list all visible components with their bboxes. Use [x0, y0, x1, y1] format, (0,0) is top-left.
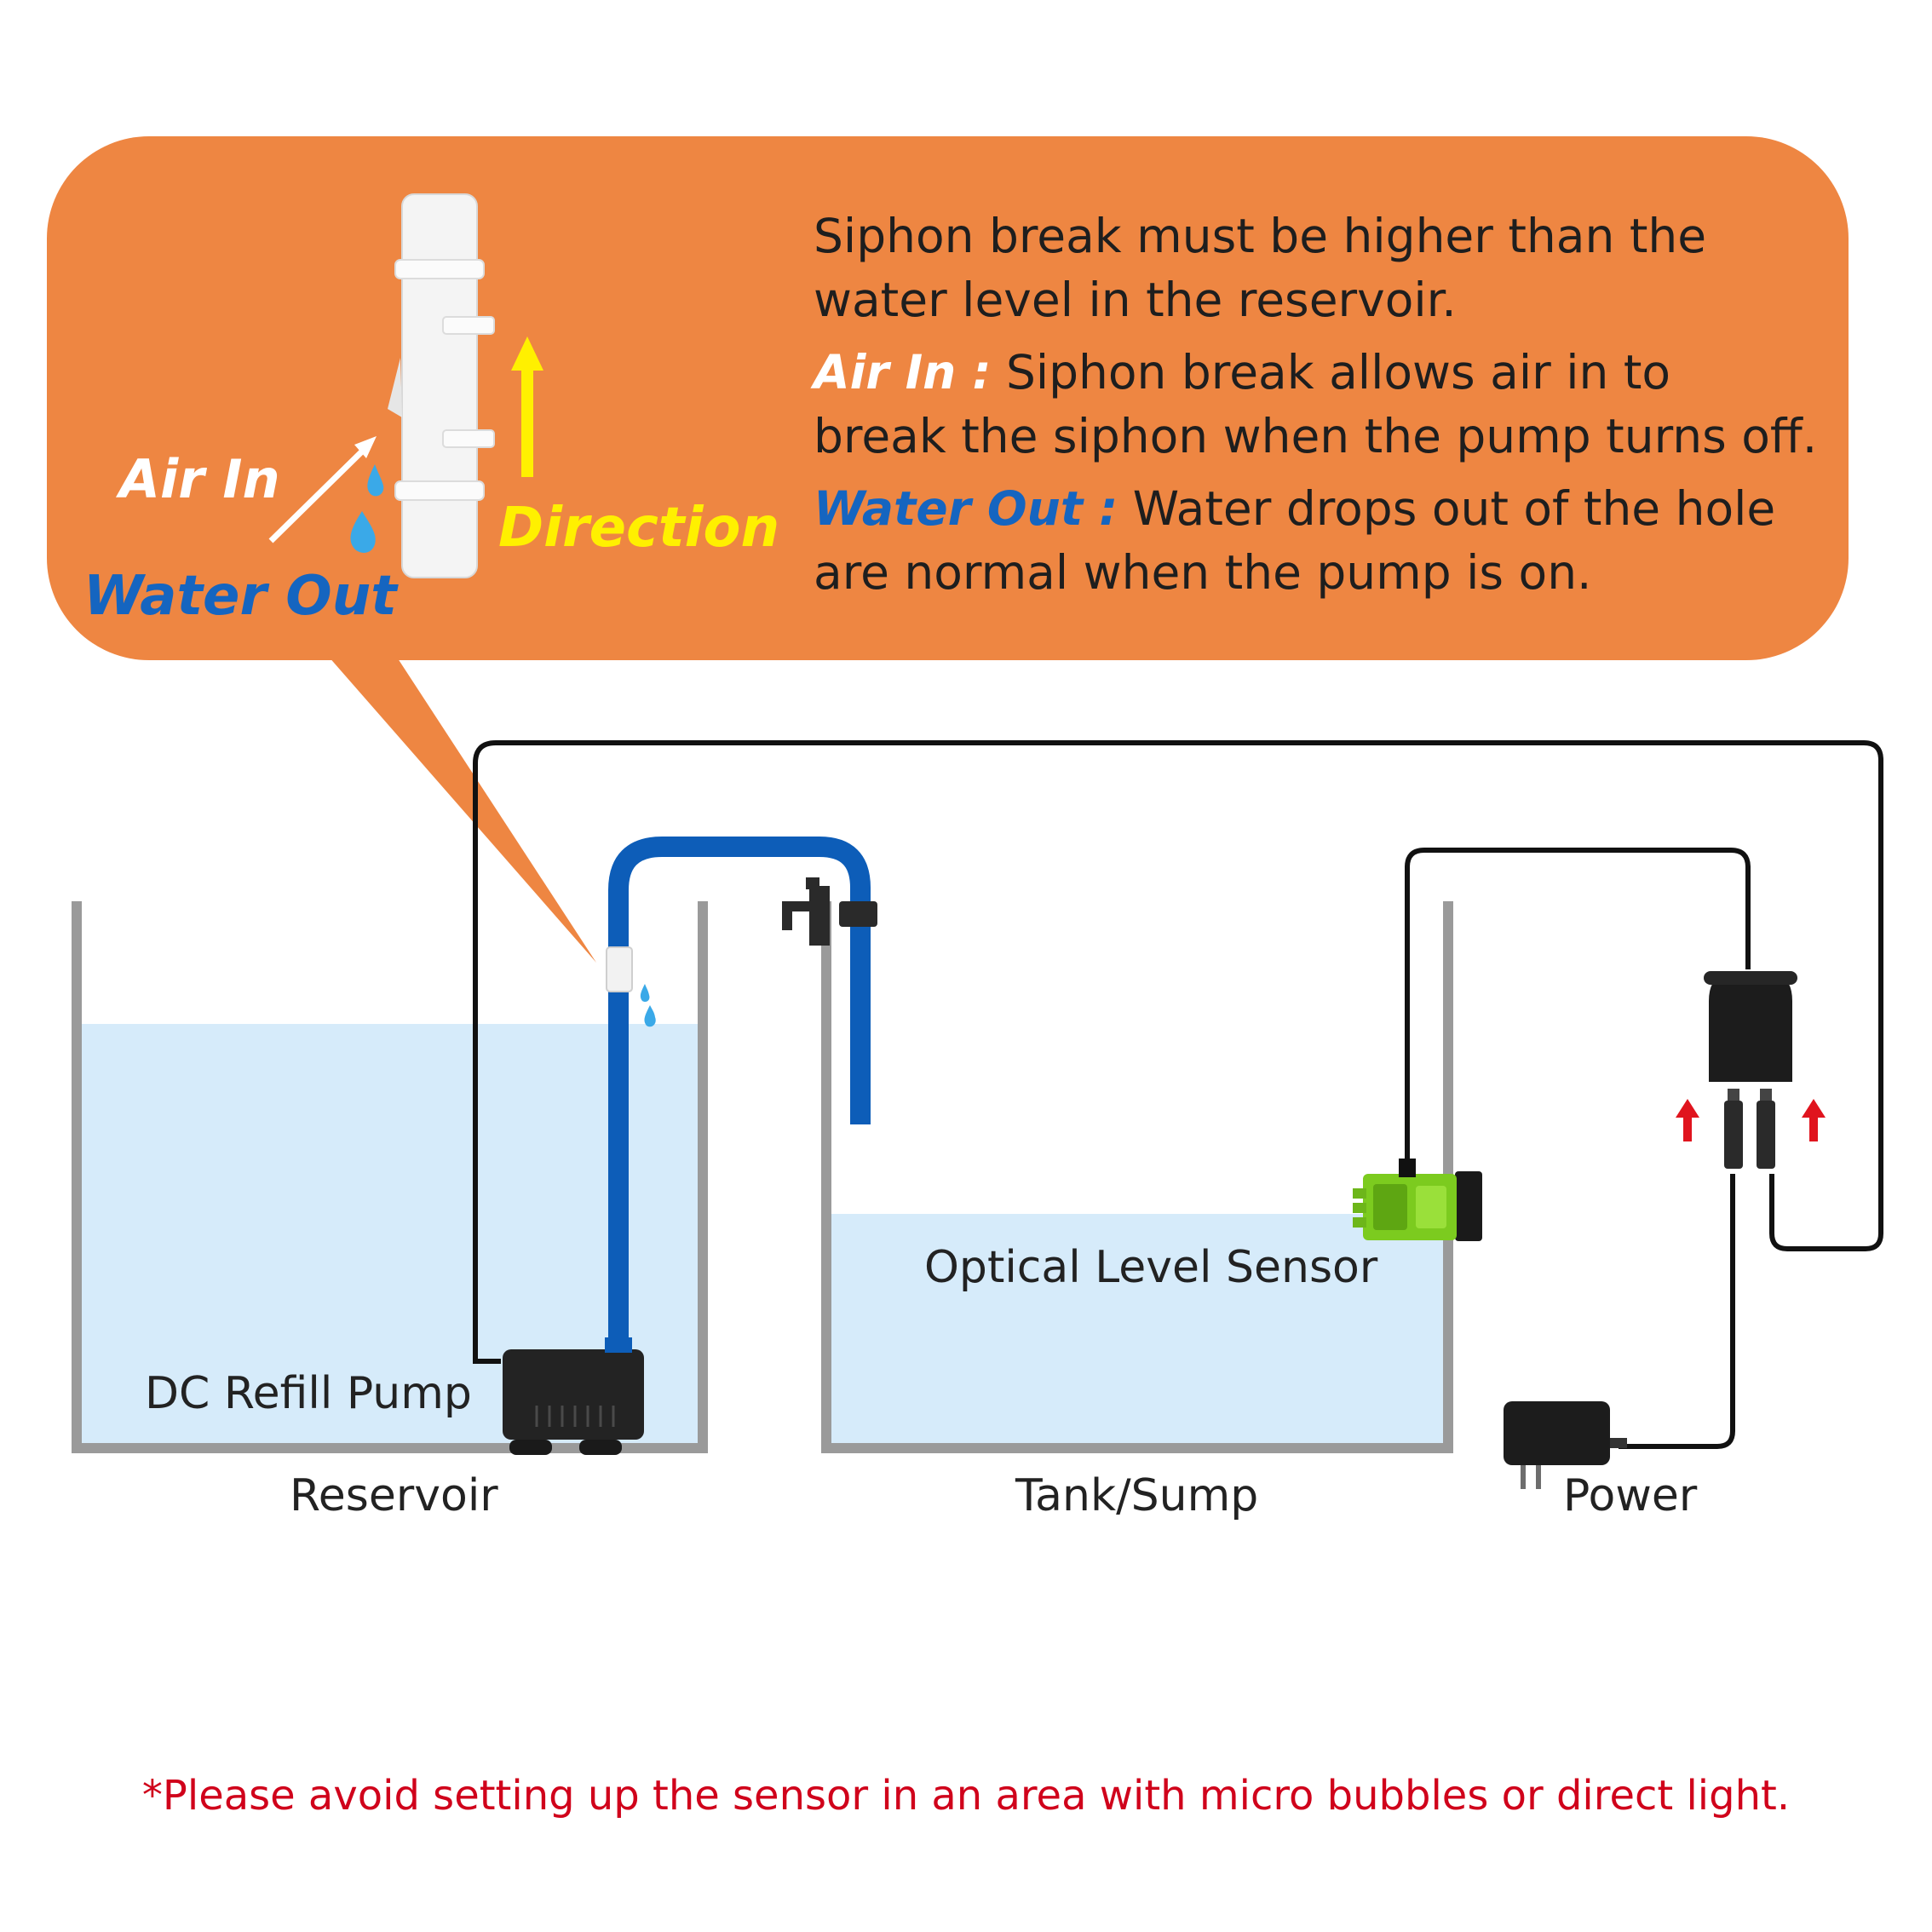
siphon-break-fitting [388, 193, 495, 578]
water-out-keyword: Water Out : [814, 481, 1118, 536]
tank-label: Tank/Sump [1015, 1470, 1259, 1521]
fitting-direction-label: Direction [498, 497, 780, 560]
air-in-explanation: Air In : Siphon break allows air in to b… [814, 341, 1836, 469]
fitting-water-out-label: Water Out [83, 565, 397, 628]
rule-line-1: Siphon break must be higher than the [814, 209, 1707, 263]
hose-holder-clip [782, 877, 877, 946]
callout-bubble [47, 136, 1849, 963]
power-adapter [1504, 1401, 1627, 1489]
optical-level-sensor [1353, 1159, 1482, 1241]
water-drop-icon [350, 464, 384, 553]
reservoir-label: Reservoir [290, 1470, 498, 1521]
callout-text: Siphon break must be higher than the wat… [814, 204, 1836, 613]
pump-label: DC Refill Pump [145, 1368, 472, 1419]
air-in-arrow [268, 436, 377, 543]
sensor-label: Optical Level Sensor [924, 1242, 1378, 1293]
rule-line-2: water level in the reservoir. [814, 273, 1457, 327]
controller-unit [1704, 971, 1797, 1169]
direction-arrow [511, 336, 543, 477]
fitting-air-in-label: Air In [119, 448, 280, 510]
water-out-explanation: Water Out : Water drops out of the hole … [814, 477, 1836, 605]
dc-refill-pump [503, 1337, 644, 1455]
air-in-keyword: Air In : [814, 345, 992, 400]
warning-note: *Please avoid setting up the sensor in a… [141, 1772, 1791, 1820]
sump-tank [821, 901, 1453, 1453]
water-out-text-2: are normal when the pump is on. [814, 545, 1592, 600]
air-in-text-1: Siphon break allows air in to [1005, 345, 1671, 400]
control-cables [473, 740, 1883, 1449]
water-out-text-1: Water drops out of the hole [1132, 481, 1776, 536]
air-in-text-2: break the siphon when the pump turns off… [814, 409, 1818, 463]
power-label: Power [1563, 1470, 1698, 1521]
blue-tube [606, 837, 871, 1346]
connect-arrow-icon [1676, 1099, 1826, 1141]
siphon-break-rule: Siphon break must be higher than the wat… [814, 204, 1836, 332]
